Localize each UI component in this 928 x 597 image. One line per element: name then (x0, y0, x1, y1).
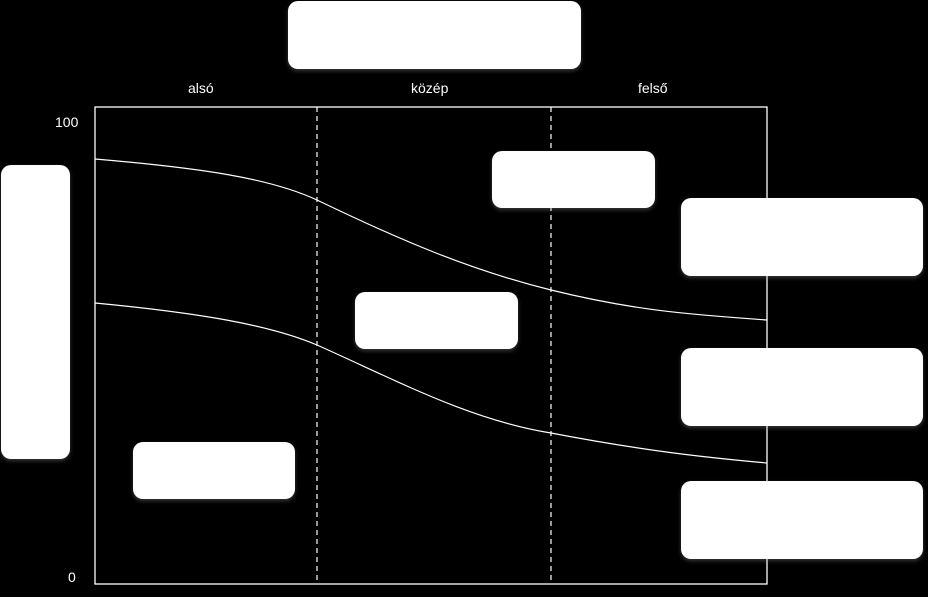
section-label-felso: felső (638, 80, 668, 96)
box-felso (492, 151, 655, 208)
right-box-3 (681, 481, 923, 559)
plot-frame (94, 106, 768, 585)
box-kozep (355, 292, 518, 349)
section-label-kozep: közép (411, 80, 449, 96)
right-box-1 (681, 198, 923, 276)
y-axis-min-label: 0 (68, 569, 76, 585)
lower-curve (94, 302, 768, 464)
box-also (133, 442, 295, 499)
y-axis-max-label: 100 (55, 114, 79, 130)
right-box-2 (681, 348, 923, 426)
upper-curve (94, 158, 768, 321)
section-label-also: alsó (188, 80, 214, 96)
y-axis-box (1, 165, 70, 459)
title-box (288, 1, 581, 69)
